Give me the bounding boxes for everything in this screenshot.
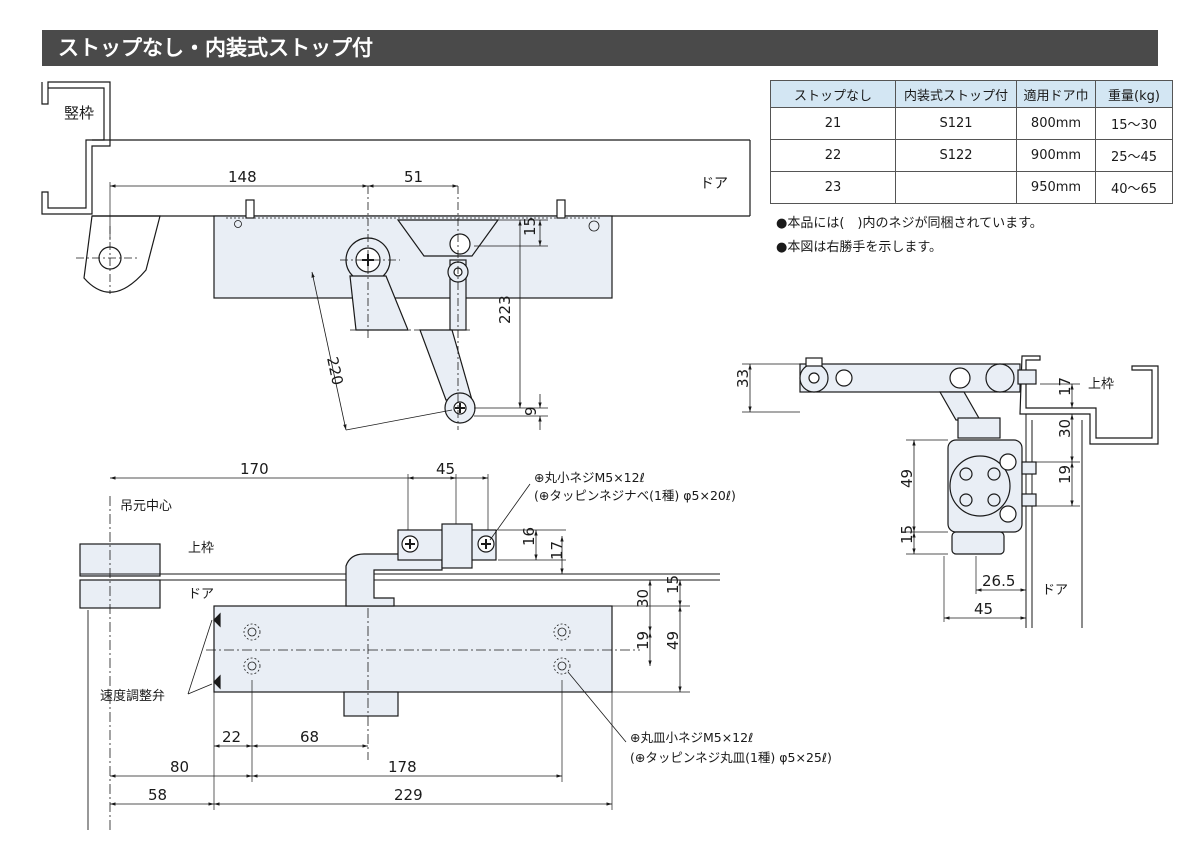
hinge-block-upper — [79, 543, 161, 577]
dim-49: 49 — [664, 631, 682, 650]
door-label: ドア — [1042, 583, 1068, 598]
dim-19: 19 — [634, 631, 652, 650]
dim-30: 30 — [634, 589, 652, 608]
hinge-block-lower — [79, 579, 161, 609]
door-label: ドア — [700, 176, 728, 192]
cell — [895, 171, 1017, 204]
dim-148: 148 — [228, 168, 257, 186]
hinge-knuckle — [83, 215, 161, 293]
dim-51: 51 — [404, 168, 423, 186]
dim-80: 80 — [170, 758, 189, 776]
table-row: 22 S122 900mm 25〜45 — [770, 139, 1173, 172]
col-header: ストップなし — [770, 80, 896, 108]
fixing-pin — [245, 199, 255, 219]
screw-spec-2-alt: (⊕タッピンネジ丸皿(1種) φ5×25ℓ) — [630, 750, 832, 765]
speed-valve-mark — [213, 612, 221, 628]
arm-bracket — [396, 219, 500, 257]
frame-channel — [1019, 355, 1159, 445]
cell: 900mm — [1016, 139, 1096, 172]
top-view-labels: 竪枠 ドア 148 51 15 223 220 9 — [64, 104, 728, 416]
dim-68: 68 — [300, 728, 319, 746]
frame-label: 竪枠 — [64, 104, 94, 122]
cell: S121 — [895, 107, 1017, 140]
dim-220: 220 — [323, 355, 347, 387]
dim-17: 17 — [548, 541, 566, 560]
dim-9: 9 — [522, 406, 540, 416]
table-row: 23 950mm 40〜65 — [770, 171, 1173, 204]
side-view-labels: 上枠 ドア 33 17 30 19 49 15 26.5 45 — [734, 369, 1114, 618]
dim-178: 178 — [388, 758, 417, 776]
dim-15: 15 — [898, 525, 916, 544]
cell: 23 — [770, 171, 896, 204]
dim-16: 16 — [520, 527, 538, 546]
dim-26-5: 26.5 — [982, 572, 1015, 590]
fixing-pin — [556, 199, 566, 219]
section-title: ストップなし・内装式ストップ付 — [42, 30, 1158, 66]
cell: 22 — [770, 139, 896, 172]
arm-shoe — [345, 553, 443, 607]
cell: 800mm — [1016, 107, 1096, 140]
dim-45: 45 — [436, 460, 455, 478]
table-row: 21 S121 800mm 15〜30 — [770, 107, 1173, 140]
cell: 950mm — [1016, 171, 1096, 204]
speed-valve-label: 速度調整弁 — [100, 688, 165, 704]
dim-15: 15 — [664, 575, 682, 594]
frame-section — [41, 81, 111, 215]
dim-17: 17 — [1056, 377, 1074, 396]
hinge-center-label: 吊元中心 — [120, 499, 172, 514]
note-right-hand: ●本図は右勝手を示します。 — [776, 240, 943, 255]
bracket-hub — [441, 523, 473, 569]
dim-229: 229 — [394, 786, 423, 804]
table-header-row: ストップなし 内装式ストップ付 適用ドア巾 重量(kg) — [770, 80, 1173, 108]
cell: 21 — [770, 107, 896, 140]
dim-19: 19 — [1056, 465, 1074, 484]
dim-15: 15 — [521, 217, 539, 236]
lower-arm — [419, 329, 473, 401]
screw-spec-1-alt: (⊕タッピンネジナベ(1種) φ5×20ℓ) — [534, 488, 736, 503]
front-view — [79, 474, 720, 830]
cell: 25〜45 — [1095, 139, 1173, 172]
spec-table: ストップなし 内装式ストップ付 適用ドア巾 重量(kg) 21 S121 800… — [770, 80, 1173, 204]
dim-170: 170 — [240, 460, 269, 478]
side-view — [742, 355, 1159, 628]
col-header: 内装式ストップ付 — [895, 80, 1017, 108]
top-view — [41, 81, 751, 431]
closer-body — [213, 605, 613, 693]
cell: 40〜65 — [1095, 171, 1173, 204]
screw-spec-2: ⊕丸皿小ネジM5×12ℓ — [630, 730, 753, 745]
door-label: ドア — [188, 587, 214, 602]
screw-spec-1: ⊕丸小ネジM5×12ℓ — [534, 470, 645, 485]
main-arm — [349, 275, 409, 331]
col-header: 重量(kg) — [1095, 80, 1173, 108]
note-included-screws: ●本品には( )内のネジが同梱されています。 — [776, 216, 1043, 231]
speed-valve-mark — [213, 674, 221, 690]
dim-45: 45 — [974, 600, 993, 618]
cell: S122 — [895, 139, 1017, 172]
dim-58: 58 — [148, 786, 167, 804]
dim-30: 30 — [1056, 419, 1074, 438]
cell: 15〜30 — [1095, 107, 1173, 140]
dim-33: 33 — [734, 369, 752, 388]
top-frame-label: 上枠 — [188, 541, 214, 556]
dim-223: 223 — [496, 295, 514, 324]
col-header: 適用ドア巾 — [1016, 80, 1096, 108]
dim-22: 22 — [222, 728, 241, 746]
spindle-boss — [343, 691, 399, 717]
front-view-labels: 吊元中心 上枠 ドア 速度調整弁 ⊕丸小ネジM5×12ℓ (⊕タッピンネジナベ(… — [100, 460, 832, 804]
top-frame-label: 上枠 — [1088, 377, 1114, 392]
notes: ●本品には( )内のネジが同梱されています。 ●本図は右勝手を示します。 — [776, 212, 1043, 260]
dim-49: 49 — [898, 469, 916, 488]
